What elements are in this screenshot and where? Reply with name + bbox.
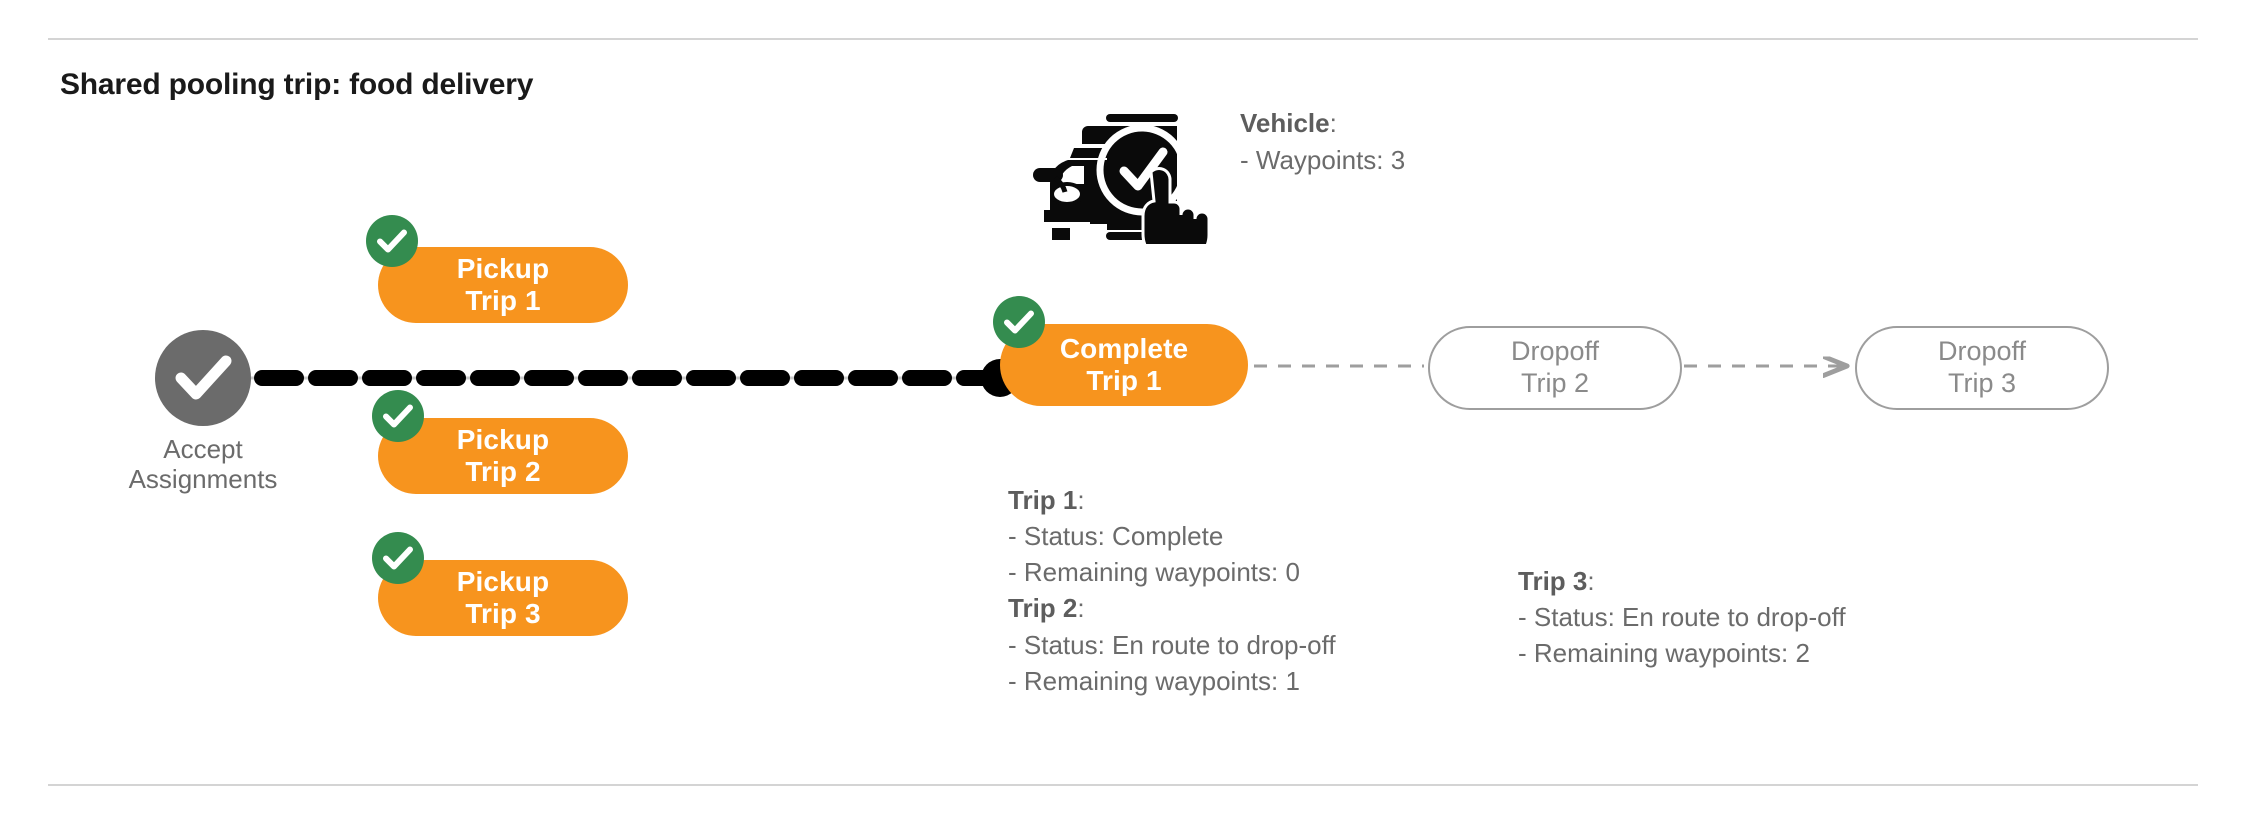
bottom-divider	[48, 784, 2198, 786]
trip-3-heading: Trip 3	[1518, 566, 1588, 596]
pickup-2-check-badge-icon	[372, 390, 424, 442]
dropoff-2-line1: Dropoff	[1510, 336, 1600, 367]
pickup-1-line2: Trip 1	[465, 285, 541, 316]
check-icon	[383, 546, 413, 570]
trip-2-colon: :	[1077, 593, 1085, 624]
vehicle-info-block: Vehicle: - Waypoints: 3	[1240, 105, 1405, 179]
pickup-1-check-badge-icon	[366, 215, 418, 267]
complete-trip-1-check-badge-icon	[993, 296, 1045, 348]
trip-3-waypoints: - Remaining waypoints: 2	[1518, 638, 1810, 669]
check-icon	[1004, 310, 1034, 334]
pickup-2-line2: Trip 2	[465, 456, 541, 487]
check-icon	[175, 355, 232, 400]
trip-1-status: - Status: Complete	[1008, 521, 1224, 552]
complete-line1: Complete	[1059, 332, 1189, 364]
accept-assignments-circle	[155, 330, 251, 426]
trip-details-left: Trip 1: - Status: Complete - Remaining w…	[1008, 482, 1336, 699]
accept-label-line2: Assignments	[128, 464, 278, 495]
pickup-1-line1: Pickup	[456, 252, 550, 284]
trip-1-colon: :	[1077, 485, 1085, 515]
pickup-2-line1: Pickup	[456, 423, 550, 455]
pickup-3-check-badge-icon	[372, 532, 424, 584]
dropoff-3-line2: Trip 3	[1947, 368, 2016, 398]
node-accept-assignments[interactable]: Accept Assignments	[129, 330, 277, 494]
dropoff-2-line2: Trip 2	[1520, 368, 1589, 398]
dropoff-3-line1: Dropoff	[1937, 336, 2027, 367]
trip-1-waypoints: - Remaining waypoints: 0	[1008, 557, 1300, 588]
vehicle-waypoints: - Waypoints: 3	[1240, 144, 1406, 175]
trip-2-status: - Status: En route to drop-off	[1008, 629, 1336, 660]
trip-1-heading: Trip 1	[1008, 485, 1078, 515]
check-icon	[383, 404, 413, 428]
page-title: Shared pooling trip: food delivery	[60, 68, 534, 101]
node-dropoff-trip-3[interactable]: Dropoff Trip 3	[1855, 326, 2109, 410]
trip-2-waypoints: - Remaining waypoints: 1	[1008, 665, 1300, 696]
trip-3-colon: :	[1587, 566, 1595, 596]
trip-3-status: - Status: En route to drop-off	[1518, 602, 1846, 633]
top-divider	[48, 38, 2198, 40]
accept-label-line1: Accept	[163, 434, 243, 464]
node-pickup-trip-2[interactable]: Pickup Trip 2	[378, 418, 628, 494]
vehicle-heading: Vehicle	[1240, 108, 1330, 138]
complete-line2: Trip 1	[1086, 365, 1162, 396]
car-phone-check-icon	[1030, 86, 1211, 262]
node-dropoff-trip-2[interactable]: Dropoff Trip 2	[1428, 326, 1682, 410]
node-complete-trip-1[interactable]: Complete Trip 1	[1000, 324, 1248, 406]
vehicle-heading-colon: :	[1329, 108, 1337, 138]
node-pickup-trip-1[interactable]: Pickup Trip 1	[378, 247, 628, 323]
trip-2-heading: Trip 2	[1008, 593, 1078, 624]
check-icon	[377, 229, 407, 253]
node-pickup-trip-3[interactable]: Pickup Trip 3	[378, 560, 628, 636]
trip-details-right: Trip 3: - Status: En route to drop-off -…	[1518, 563, 1846, 671]
accept-assignments-label: Accept Assignments	[100, 434, 306, 495]
pickup-3-line2: Trip 3	[465, 598, 541, 629]
pickup-3-line1: Pickup	[456, 565, 550, 597]
